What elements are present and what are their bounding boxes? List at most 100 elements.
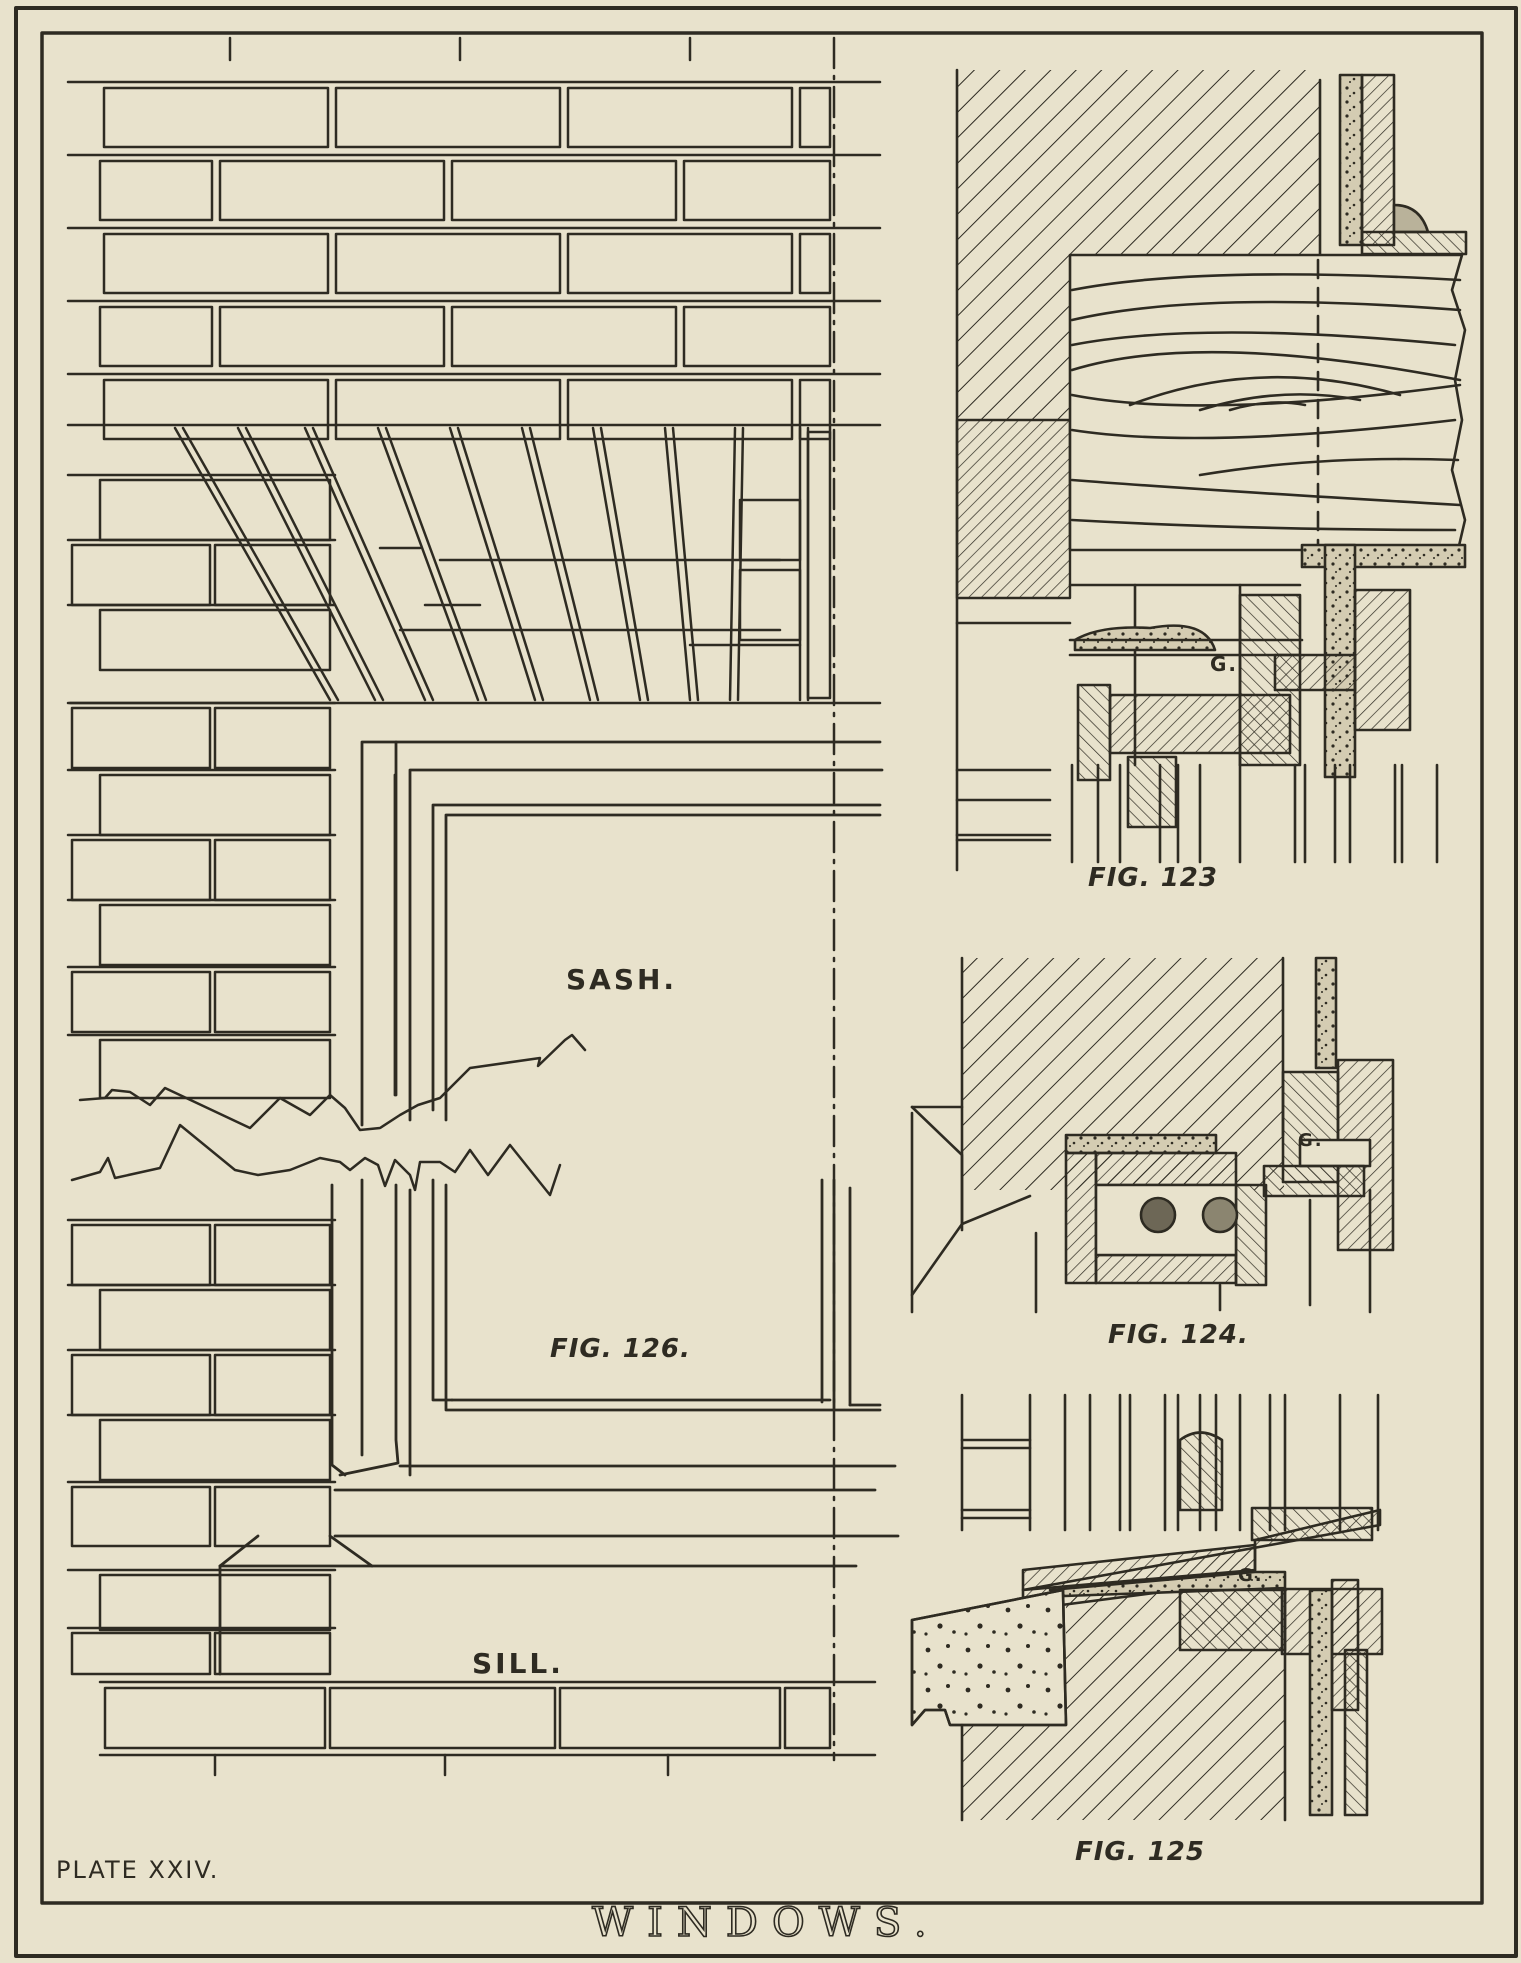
wood-grain-line (1070, 273, 1462, 292)
brick (682, 305, 832, 368)
brick (70, 1223, 212, 1287)
sash-label: SASH. (566, 963, 678, 996)
voussoir-joint (520, 426, 592, 702)
wood-grain-line (1070, 383, 1462, 407)
glass-marker-fig-124: G. (1298, 1130, 1324, 1151)
brick (70, 1485, 212, 1548)
wood-grain-line (1070, 478, 1462, 507)
brick (682, 159, 832, 222)
plate-number: PLATE XXIV. (56, 1856, 220, 1884)
wood-grain-line (1070, 418, 1457, 440)
brick (566, 232, 794, 295)
brick (98, 159, 214, 222)
brick (450, 305, 678, 368)
brick (98, 305, 214, 368)
brick (213, 1485, 332, 1548)
voussoir-joint (173, 426, 332, 702)
brick (98, 1418, 332, 1482)
voussoir-joint (311, 426, 435, 702)
brick (70, 838, 212, 902)
brick (328, 1686, 557, 1750)
fig-126-drawing (66, 36, 882, 1777)
brick (218, 305, 446, 368)
plate-title: WINDOWS. (591, 1899, 941, 1947)
brick (70, 970, 212, 1034)
brick (798, 232, 832, 295)
voussoir-joint (181, 426, 340, 702)
brick (98, 903, 332, 967)
sill-label: SILL. (472, 1647, 564, 1680)
sash-rail (1178, 1431, 1224, 1512)
brick (218, 159, 446, 222)
voussoir-joint (528, 426, 600, 702)
brick (98, 1573, 332, 1632)
brick (738, 498, 802, 562)
voussoir-joint (728, 426, 737, 702)
brick (102, 378, 330, 441)
brick (213, 1631, 332, 1676)
brick (783, 1686, 832, 1750)
brick (798, 86, 832, 149)
brick (334, 86, 562, 149)
brick (98, 1038, 332, 1100)
fig-123-label: FIG. 123 (1088, 863, 1218, 893)
brick (213, 970, 332, 1034)
window-frame (218, 740, 900, 1676)
fig-124-drawing (910, 956, 1395, 1314)
voussoir-joint (384, 426, 488, 702)
brick (103, 1686, 327, 1750)
fig-126-label: FIG. 126. (550, 1334, 691, 1364)
brick (213, 1223, 332, 1287)
flat-arch (173, 426, 832, 702)
wood-grain-line (1070, 518, 1457, 532)
voussoir-joint (303, 426, 427, 702)
voussoir-joint (376, 426, 480, 702)
brick (738, 568, 802, 642)
wood-grain-line (1070, 350, 1462, 382)
inner-border (40, 31, 1484, 1905)
voussoir-joint (448, 426, 537, 702)
voussoir-joint (736, 426, 745, 702)
fig-123-drawing (955, 68, 1468, 872)
glass-marker-fig-125: G. (1238, 1565, 1264, 1586)
wood-grain-line (1070, 331, 1457, 347)
brick (334, 232, 562, 295)
brick (70, 706, 212, 770)
voussoir-joint (236, 426, 377, 702)
brick (213, 1353, 332, 1417)
brick (566, 86, 794, 149)
voussoir-joint (591, 426, 642, 702)
wood-grain-line (1128, 375, 1402, 407)
brick (806, 430, 832, 700)
fig-124-label: FIG. 124. (1108, 1320, 1249, 1350)
brick (70, 543, 212, 607)
voussoir-joint (663, 426, 692, 702)
brick (213, 838, 332, 902)
brick (98, 478, 332, 542)
outer-border (14, 6, 1518, 1958)
fig-125-label: FIG. 125 (1075, 1837, 1205, 1867)
brick (102, 86, 330, 149)
voussoir-joint (456, 426, 545, 702)
wood-grain-line (1198, 457, 1460, 477)
brick (558, 1686, 782, 1750)
wood-grain-line (1070, 300, 1462, 322)
brick (98, 773, 332, 837)
brick (334, 378, 562, 441)
brick (98, 1288, 332, 1352)
fig-125-drawing (910, 1393, 1384, 1822)
brick (98, 608, 332, 672)
brick (102, 232, 330, 295)
brick (70, 1353, 212, 1417)
brick (798, 378, 832, 441)
brick (566, 378, 794, 441)
break-lines (70, 1033, 587, 1197)
glass-marker-fig-123: G. (1210, 652, 1239, 676)
brick (450, 159, 678, 222)
plate-frame (14, 6, 1518, 1958)
voussoir-joint (671, 426, 700, 702)
voussoir-joint (244, 426, 385, 702)
voussoir-joint (599, 426, 650, 702)
brick (213, 706, 332, 770)
